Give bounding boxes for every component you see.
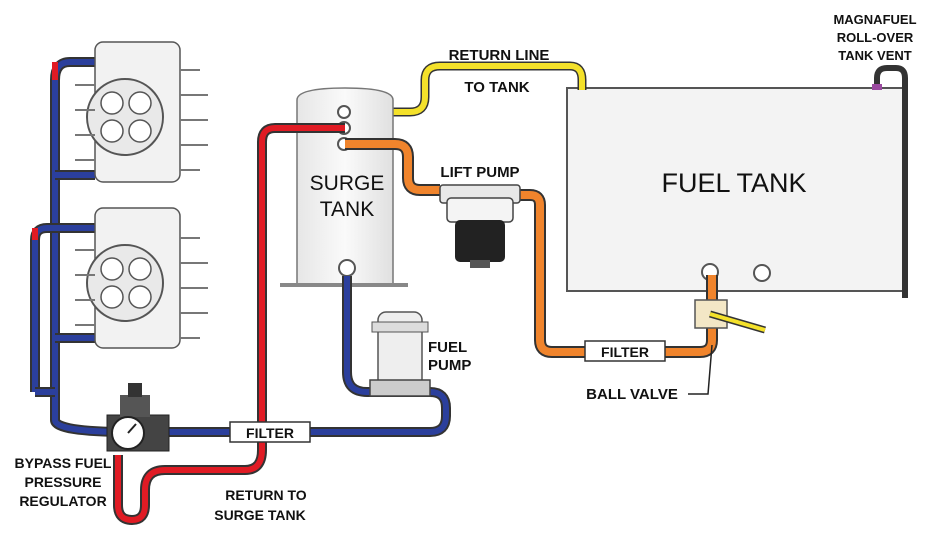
ball-valve-label: BALL VALVE: [586, 386, 678, 403]
filter-lift: FILTER: [584, 340, 666, 362]
return-to-surge-label-2: SURGE TANK: [214, 507, 306, 523]
fuel-pump-label-2: PUMP: [428, 357, 471, 374]
surge-tank-label-2: TANK: [320, 198, 374, 221]
fuel-tank: [566, 87, 906, 292]
lift-pump-label: LIFT PUMP: [440, 164, 519, 181]
fuel-tank-label: FUEL TANK: [661, 168, 806, 198]
fuel-pump-label-1: FUEL: [428, 339, 467, 356]
bypass-label-2: PRESSURE: [24, 474, 101, 490]
return-line-label: RETURN LINE: [449, 47, 550, 64]
bypass-regulator: [106, 383, 170, 452]
vent-label-3: TANK VENT: [838, 48, 911, 63]
bypass-label-1: BYPASS FUEL: [15, 455, 112, 471]
vent-label-2: ROLL-OVER: [837, 30, 914, 45]
filter-feed: FILTER: [229, 421, 311, 443]
filter-lift-label: FILTER: [601, 344, 649, 360]
to-tank-label: TO TANK: [464, 79, 529, 96]
surge-tank-label-1: SURGE: [310, 172, 385, 195]
return-to-surge-label-1: RETURN TO: [225, 487, 307, 503]
vent-label-1: MAGNAFUEL: [833, 12, 916, 27]
return-to-surge-line: [32, 62, 345, 526]
filter-feed-label: FILTER: [246, 425, 294, 441]
roll-over-tank-vent: [872, 65, 908, 298]
throttle-body-bottom: [75, 207, 208, 349]
ball-valve: [688, 299, 766, 395]
throttle-body-top: [75, 41, 208, 183]
lift-pump: [439, 184, 521, 268]
bypass-label-3: REGULATOR: [19, 493, 106, 509]
fuel-pump: [369, 311, 431, 397]
